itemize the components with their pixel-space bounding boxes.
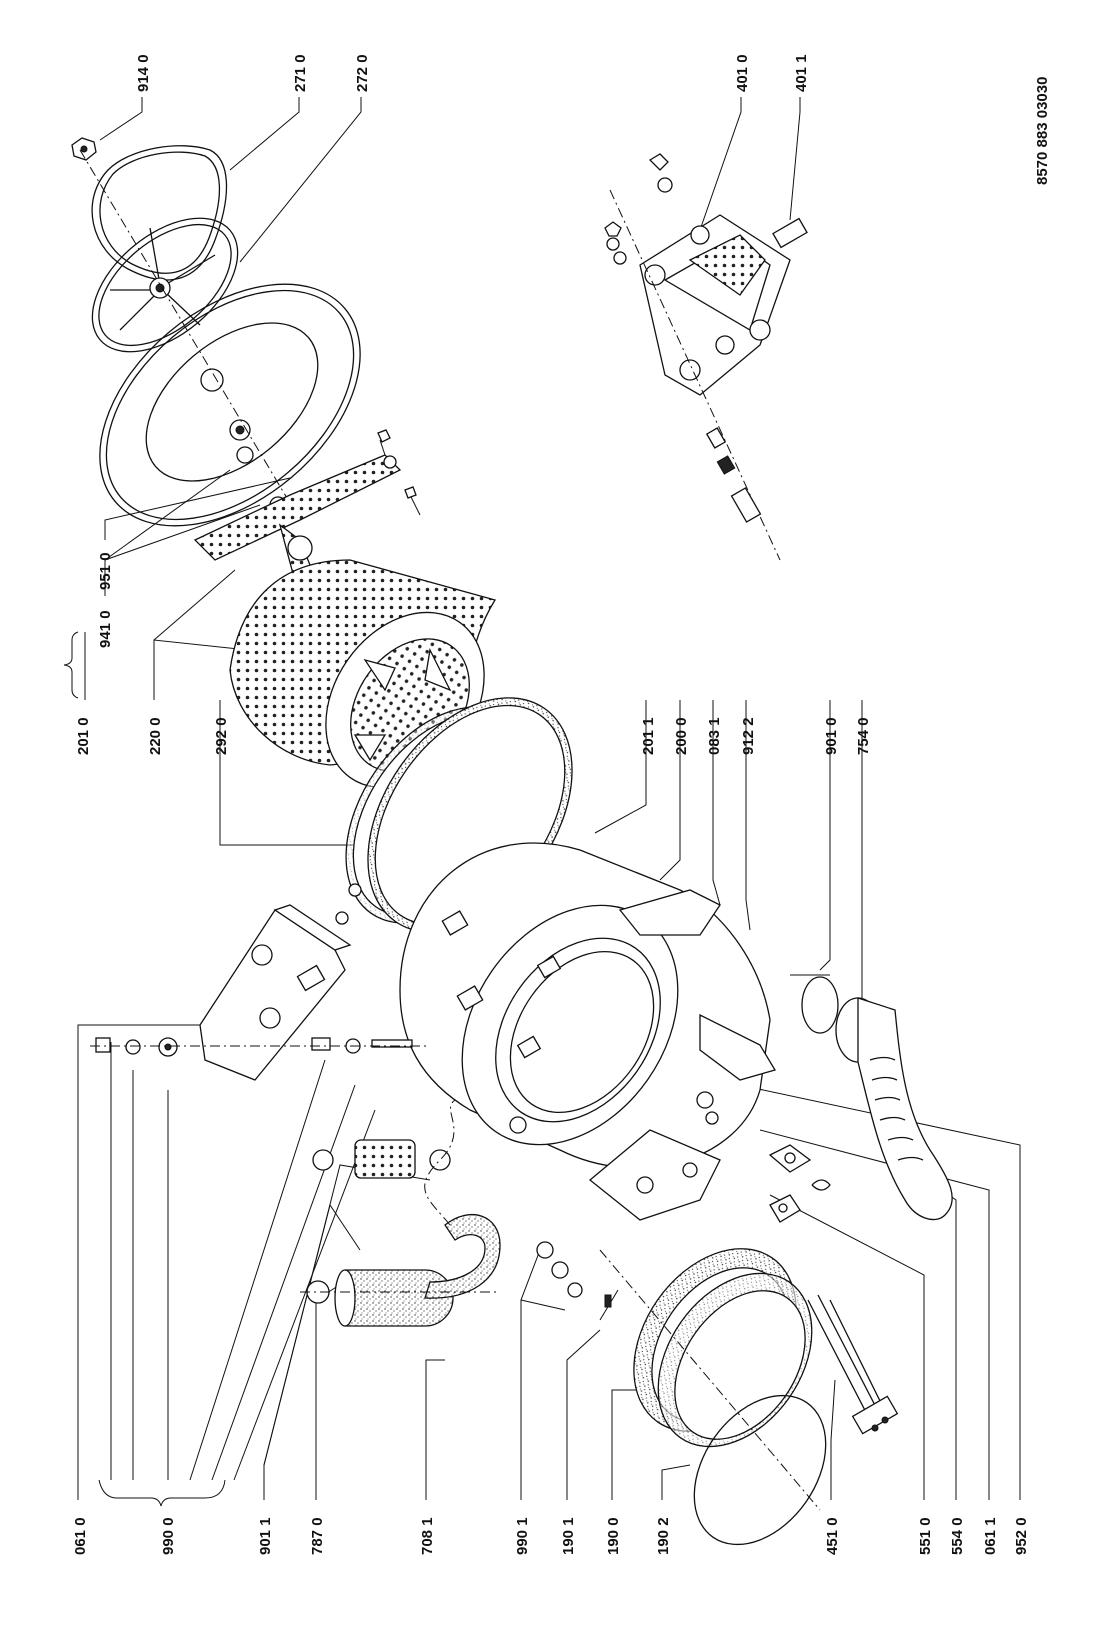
- hoses: [300, 1099, 501, 1327]
- label-554-0: 554 0: [949, 1517, 966, 1555]
- sensors: [768, 1144, 831, 1223]
- label-190-1: 190 1: [560, 1517, 577, 1555]
- nut-914: [71, 137, 97, 161]
- sump-hose-754: [790, 974, 953, 1221]
- door-seal-190: [536, 1241, 827, 1546]
- label-990-1: 990 1: [514, 1517, 531, 1555]
- heater-451: [807, 1294, 899, 1435]
- label-190-0: 190 0: [605, 1517, 622, 1555]
- label-708-1: 708 1: [419, 1517, 436, 1555]
- label-200-0: 200 0: [673, 717, 690, 755]
- label-083-1: 083 1: [706, 717, 723, 755]
- clamp-190-2: [693, 1394, 827, 1546]
- label-901-0: 901 0: [823, 717, 840, 755]
- drum-group: [193, 429, 497, 789]
- label-292-0: 292 0: [213, 717, 230, 755]
- motor-401: [604, 153, 808, 561]
- label-754-0: 754 0: [855, 717, 872, 755]
- label-990-0: 990 0: [160, 1517, 177, 1555]
- pulley-group: [71, 137, 361, 527]
- drum-pulley-272: [91, 217, 239, 353]
- label-061-1: 061 1: [982, 1517, 999, 1555]
- label-912-2: 912 2: [740, 717, 757, 755]
- label-401-1: 401 1: [793, 54, 810, 92]
- drain-hose-708: [300, 1214, 501, 1327]
- outer-tub-back-disc: [99, 283, 361, 527]
- label-941-0: 941 0: [97, 610, 114, 648]
- bellows-787: [312, 1139, 451, 1179]
- label-061-0: 061 0: [72, 1517, 89, 1555]
- label-271-0: 271 0: [292, 54, 309, 92]
- label-201-0: 201 0: [75, 717, 92, 755]
- label-914-0: 914 0: [135, 54, 152, 92]
- label-272-0: 272 0: [354, 54, 371, 92]
- part-labels: 8570 883 03030 914 0 271 0 272 0 401 0 4…: [72, 54, 1051, 1555]
- label-787-0: 787 0: [309, 1517, 326, 1555]
- label-551-0: 551 0: [917, 1517, 934, 1555]
- document-code: 8570 883 03030: [1034, 77, 1051, 185]
- label-901-1: 901 1: [257, 1517, 274, 1555]
- label-451-0: 451 0: [824, 1517, 841, 1555]
- label-220-0: 220 0: [147, 717, 164, 755]
- drive-belt-271: [91, 145, 228, 281]
- label-401-0: 401 0: [734, 54, 751, 92]
- label-201-1: 201 1: [640, 717, 657, 755]
- fasteners-990: [90, 1037, 430, 1057]
- front-weight-061-1: [588, 1129, 721, 1221]
- front-tub-200: [399, 842, 776, 1169]
- counterweight-061: [199, 904, 352, 1081]
- label-190-2: 190 2: [655, 1517, 672, 1555]
- label-952-0: 952 0: [1013, 1517, 1030, 1555]
